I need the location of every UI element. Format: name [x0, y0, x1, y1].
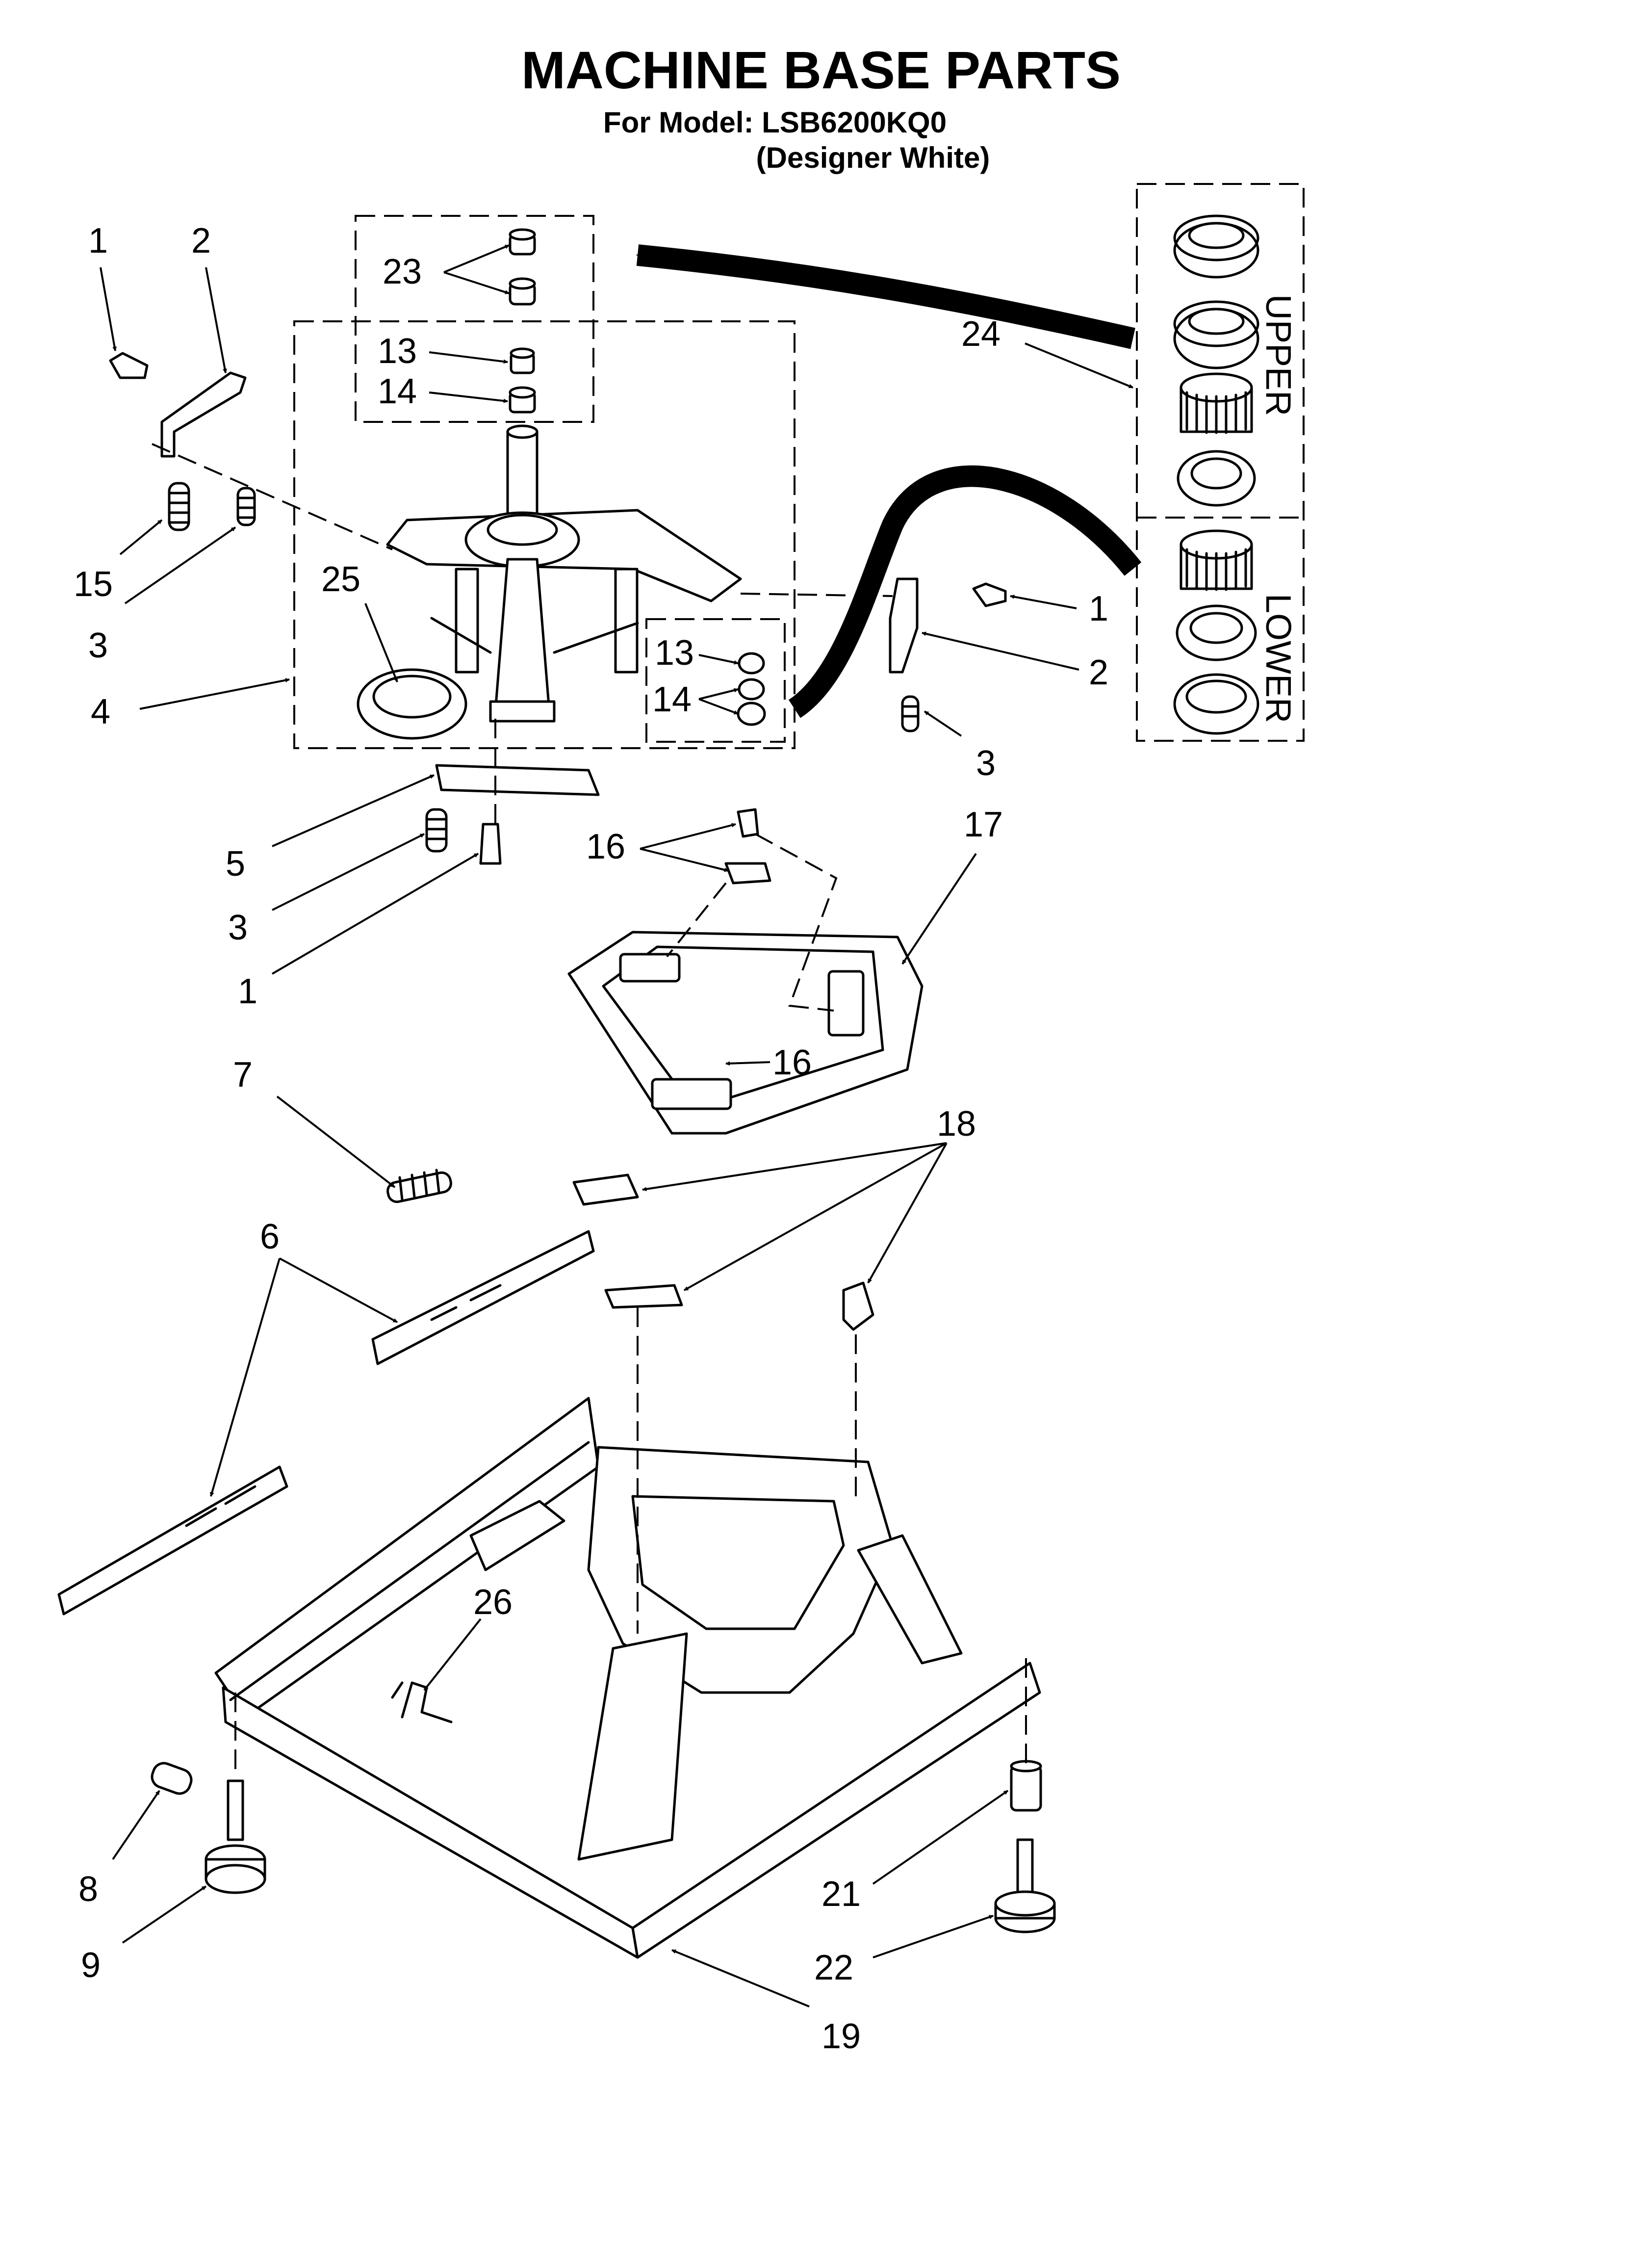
callout-label: 1	[1089, 589, 1108, 628]
bushing-14-upper	[509, 386, 536, 414]
guide-line	[152, 443, 393, 550]
spring-7	[386, 1169, 452, 1203]
ring-icon	[1177, 450, 1256, 507]
callout-label: 2	[191, 221, 211, 261]
spring-3-center	[425, 808, 448, 853]
screw-1-center	[479, 823, 502, 865]
callout-label: 14	[652, 680, 692, 719]
callout-label: 25	[321, 560, 360, 599]
upper-kit-arrow	[636, 244, 1135, 349]
callout-label: 19	[821, 2017, 861, 2056]
bushing-14-lower	[737, 678, 766, 726]
callout-label: 4	[91, 692, 110, 731]
kit-lower-label: LOWER	[1258, 594, 1298, 723]
callout-label: 9	[81, 1946, 101, 1985]
group-box-upper-bushings	[355, 215, 594, 423]
callout-label: 3	[228, 908, 248, 947]
callout-label: 26	[473, 1583, 513, 1622]
screw-1-right	[972, 582, 1007, 607]
spring-3-left	[236, 487, 256, 526]
callout-label: 14	[378, 372, 417, 411]
guide-line	[666, 882, 727, 958]
ring-icon	[1173, 214, 1259, 279]
callout-label: 3	[976, 744, 996, 783]
callout-label: 2	[1089, 653, 1108, 692]
callout-label: 13	[378, 332, 417, 371]
bracket-5	[435, 764, 600, 796]
bracket-2-left	[160, 371, 247, 458]
bushing-23-top	[509, 228, 536, 256]
leg-bolt-22	[994, 1838, 1056, 1933]
clip-16-top	[737, 808, 759, 838]
model-variant: (Designer White)	[756, 141, 990, 174]
callout-label: 3	[88, 626, 108, 665]
callout-labels: 1 2 23 13 14 24 15 3 25 1 13 14 2 4 3 5 …	[74, 221, 1108, 2056]
screw-1-left	[109, 352, 149, 379]
bracket-18-right	[842, 1281, 874, 1331]
bushing-kit: UPPER LOWER	[1173, 214, 1298, 735]
leg-bolt-9	[205, 1779, 266, 1894]
callout-label: 5	[226, 844, 245, 884]
suspension-assembly	[386, 424, 742, 723]
callout-label: 6	[260, 1217, 280, 1256]
bracket-2-right	[889, 577, 919, 674]
ring-25	[357, 668, 467, 740]
gear-bushing-icon	[1180, 372, 1253, 434]
callout-label: 7	[233, 1055, 253, 1095]
kit-upper-label: UPPER	[1258, 294, 1298, 416]
spring-15	[168, 482, 190, 531]
bracket-18-left	[572, 1173, 639, 1206]
rail-6-lower	[57, 1465, 288, 1616]
bushing-23-bottom	[509, 277, 536, 306]
callout-label: 8	[78, 1870, 98, 1909]
hook-26	[391, 1681, 453, 1723]
lower-kit-arrow	[788, 465, 1142, 718]
callout-label: 23	[383, 252, 422, 291]
ring-icon	[1173, 300, 1259, 369]
guide-line	[755, 833, 838, 1012]
guide-line	[740, 593, 893, 597]
callout-label: 16	[586, 827, 625, 866]
callout-label: 18	[937, 1104, 976, 1144]
clip-16-mid	[724, 862, 771, 885]
spring-3-right	[901, 695, 920, 732]
cap-8	[151, 1762, 193, 1795]
bushing-13-lower	[738, 652, 765, 675]
callout-label: 1	[238, 972, 257, 1011]
bushing-13-upper	[510, 347, 535, 374]
base-frame-19	[214, 1397, 1041, 1959]
callout-label: 1	[88, 221, 108, 261]
callout-label: 15	[74, 565, 113, 604]
model-number: For Model: LSB6200KQ0	[603, 106, 947, 139]
callout-label: 16	[772, 1043, 812, 1082]
callout-label: 21	[821, 1875, 861, 1914]
nut-21	[1010, 1760, 1042, 1812]
callout-label: 22	[814, 1948, 853, 1987]
tub-plate-17	[567, 931, 924, 1135]
callout-label: 24	[961, 314, 1001, 354]
ring-icon	[1176, 604, 1257, 661]
group-box-lower-bushings	[645, 618, 786, 743]
bracket-18-center	[604, 1284, 683, 1309]
ring-icon	[1173, 673, 1259, 735]
rail-6-upper	[371, 1230, 595, 1365]
group-box-main	[293, 320, 795, 749]
group-box-bushing-kit	[1136, 183, 1305, 742]
page-title: MACHINE BASE PARTS	[521, 40, 1121, 100]
callout-label: 17	[964, 805, 1003, 844]
leader-lines	[100, 244, 1133, 2007]
gear-bushing-icon	[1180, 529, 1253, 591]
callout-label: 13	[655, 633, 694, 673]
